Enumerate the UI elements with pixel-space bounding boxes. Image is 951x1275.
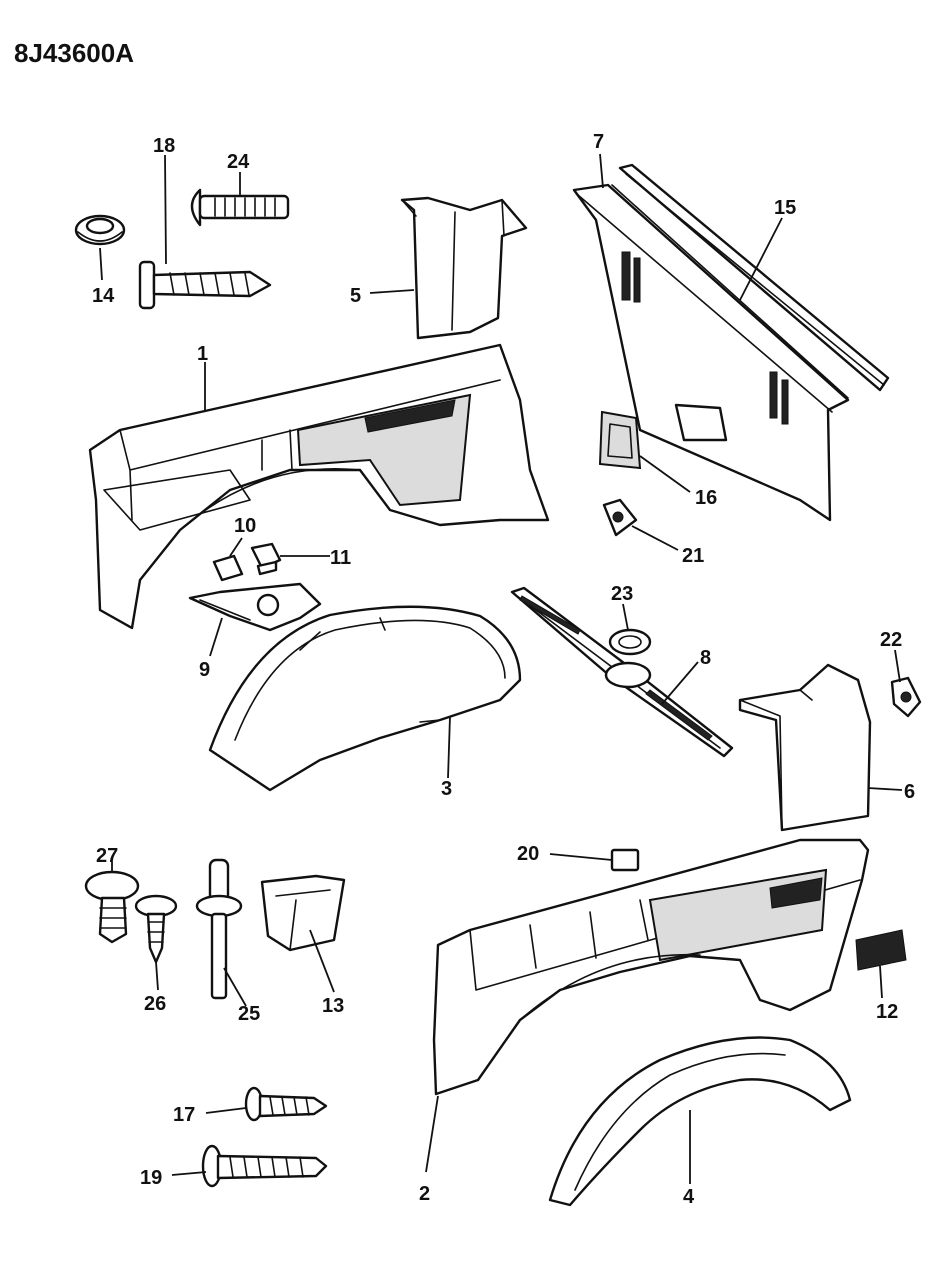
leader-13 <box>309 929 335 993</box>
callout-3[interactable]: 3 <box>441 778 452 800</box>
part-3-wheelhouse-cover[interactable] <box>208 605 522 792</box>
leader-14 <box>99 247 103 281</box>
leader-5 <box>369 289 415 294</box>
part-6-right-upper-trim[interactable] <box>738 663 872 832</box>
leader-19 <box>171 1171 207 1176</box>
callout-4[interactable]: 4 <box>683 1186 695 1208</box>
callout-6[interactable]: 6 <box>904 781 915 803</box>
part-8-sill-plate[interactable] <box>510 586 734 758</box>
part-14-clip-nut[interactable] <box>74 214 126 246</box>
part-19-screw[interactable] <box>201 1144 328 1188</box>
leader-23 <box>622 603 629 631</box>
leader-20 <box>549 853 613 861</box>
leader-lines <box>99 153 903 1184</box>
callout-20[interactable]: 20 <box>517 843 539 865</box>
part-15-trim-strip[interactable] <box>618 163 890 392</box>
part-13-clip-channel[interactable] <box>260 874 346 952</box>
part-23-grommet[interactable] <box>608 628 652 656</box>
callout-15[interactable]: 15 <box>774 197 796 219</box>
callout-9[interactable]: 9 <box>199 659 210 681</box>
callout-2[interactable]: 2 <box>419 1183 430 1205</box>
leader-16 <box>639 455 691 493</box>
callout-24[interactable]: 24 <box>227 151 250 173</box>
callout-27[interactable]: 27 <box>96 845 118 867</box>
callout-23[interactable]: 23 <box>611 583 633 605</box>
part-21-clip[interactable] <box>602 498 638 537</box>
leader-18 <box>164 154 167 265</box>
part-1-left-quarter-trim[interactable] <box>88 343 550 630</box>
callout-26[interactable]: 26 <box>144 993 166 1015</box>
callout-11[interactable]: 11 <box>330 547 351 569</box>
leader-8 <box>661 661 699 705</box>
part-12-pad[interactable] <box>855 929 907 971</box>
part-20-tab[interactable] <box>610 848 640 872</box>
callout-labels: 1 2 3 4 5 6 7 8 9 10 11 12 13 14 15 16 1… <box>92 131 915 1208</box>
leader-26 <box>155 961 159 991</box>
callout-8[interactable]: 8 <box>700 647 711 669</box>
leader-22 <box>894 649 901 683</box>
leader-17 <box>205 1107 247 1114</box>
callout-14[interactable]: 14 <box>92 285 115 307</box>
leader-9 <box>209 617 223 657</box>
part-26-screw[interactable] <box>134 894 178 964</box>
callout-25[interactable]: 25 <box>238 1003 260 1025</box>
callout-1[interactable]: 1 <box>197 343 208 365</box>
part-24-fastener[interactable] <box>190 188 290 227</box>
part-16-pad[interactable] <box>598 410 642 470</box>
leader-25 <box>223 967 247 1007</box>
part-11-fastener[interactable] <box>250 542 282 576</box>
leader-3 <box>447 715 451 779</box>
part-5-upper-trim[interactable] <box>400 196 528 340</box>
part-18-screw[interactable] <box>138 260 272 310</box>
part-27-push-clip[interactable] <box>84 870 140 944</box>
leader-12 <box>879 965 883 999</box>
callout-19[interactable]: 19 <box>140 1167 162 1189</box>
leader-15 <box>739 217 783 301</box>
callout-16[interactable]: 16 <box>695 487 717 509</box>
callout-7[interactable]: 7 <box>593 131 604 153</box>
callout-12[interactable]: 12 <box>876 1001 898 1023</box>
callout-17[interactable]: 17 <box>173 1104 195 1126</box>
leader-6 <box>867 787 903 791</box>
leader-21 <box>631 525 679 551</box>
callout-13[interactable]: 13 <box>322 995 344 1017</box>
part-2-right-quarter-trim[interactable] <box>432 838 870 1096</box>
part-17-screw[interactable] <box>244 1086 328 1122</box>
part-25-rivet[interactable] <box>195 858 243 1000</box>
drawing-code: 8J43600A <box>14 38 134 68</box>
part-10-pad[interactable] <box>212 554 244 582</box>
callout-22[interactable]: 22 <box>880 629 902 651</box>
callout-5[interactable]: 5 <box>350 285 361 307</box>
part-9-bracket[interactable] <box>188 582 322 632</box>
part-4-right-wheelhouse-cover[interactable] <box>548 1036 852 1207</box>
leader-10 <box>229 537 243 557</box>
part-7-rear-trim[interactable] <box>572 183 850 522</box>
leader-7 <box>599 153 604 189</box>
callout-10[interactable]: 10 <box>234 515 256 537</box>
callout-21[interactable]: 21 <box>682 545 704 567</box>
leader-2 <box>425 1095 439 1173</box>
part-22-clip[interactable] <box>890 676 922 718</box>
callout-18[interactable]: 18 <box>153 135 175 157</box>
